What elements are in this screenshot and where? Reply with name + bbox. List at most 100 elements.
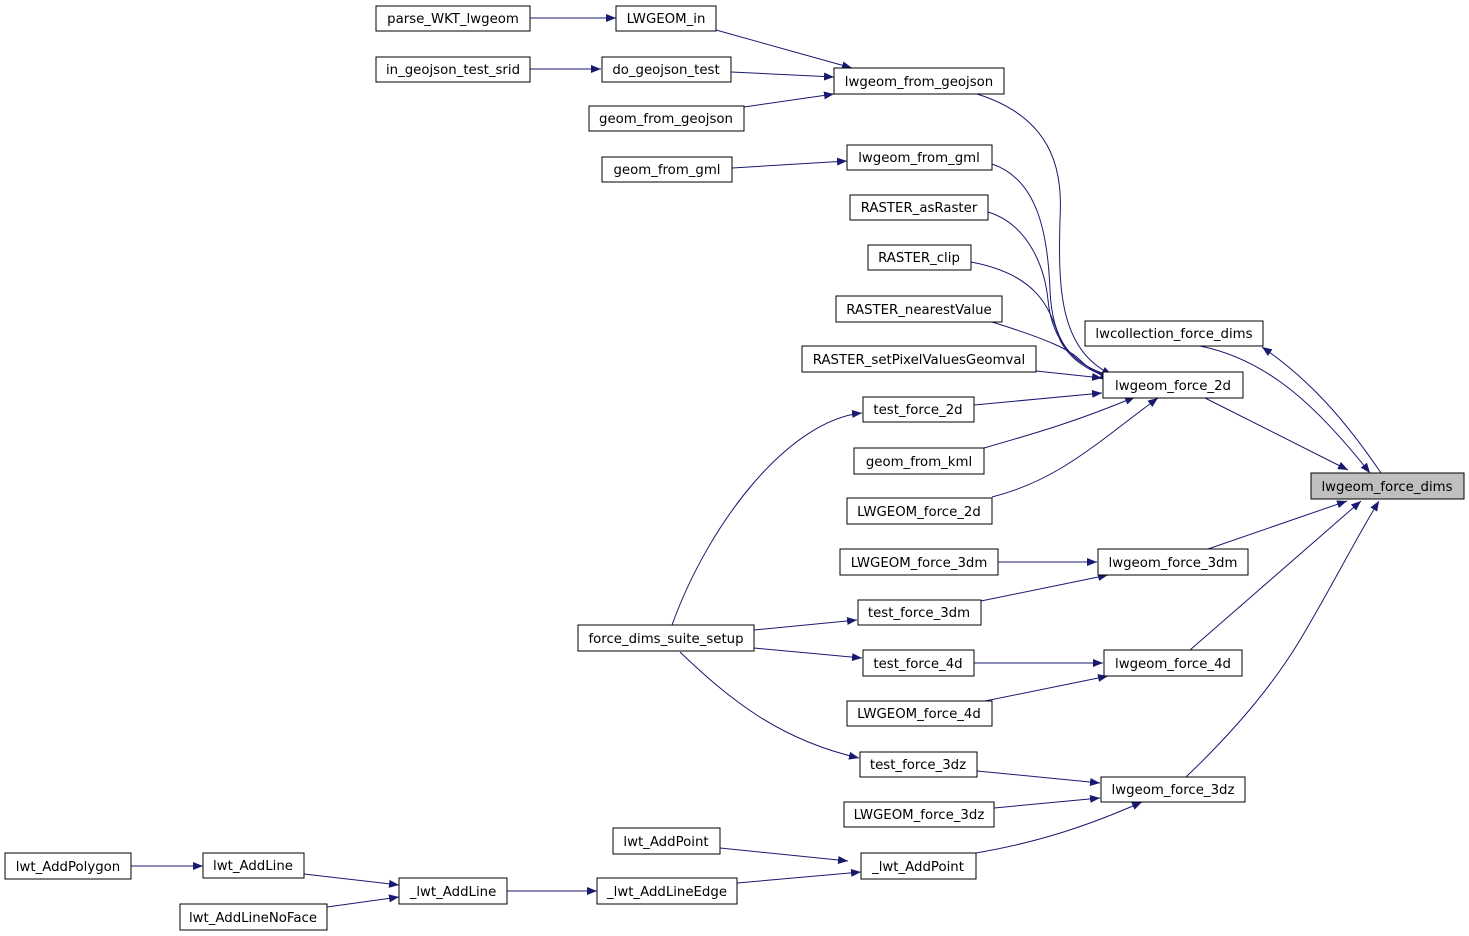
node-label: RASTER_setPixelValuesGeomval	[813, 353, 1025, 368]
edge-lwgeom_in-to-lwgeom_from_geojson	[715, 29, 853, 70]
edge-lwgeom_force_dims-to-lwcollection_force_dims	[1261, 346, 1382, 474]
edges-layer	[131, 14, 1382, 908]
edge-lwt_addline-to-_lwt_addline	[303, 873, 400, 888]
node-lwgeom_from_geojson[interactable]: lwgeom_from_geojson	[833, 67, 1005, 95]
node-label: LWGEOM_in	[627, 12, 706, 27]
node-raster_clip[interactable]: RASTER_clip	[867, 244, 972, 271]
node-label: RASTER_asRaster	[861, 201, 978, 216]
node-label: lwt_AddPoint	[623, 835, 708, 850]
edge-_lwt_addlineedge-to-_lwt_addpoint	[736, 868, 862, 884]
edge-lwcollection_force_dims-to-lwgeom_force_dims	[1199, 345, 1371, 474]
edge-force_dims_suite_setup-to-test_force_3dz	[679, 651, 860, 760]
edge-test_force_3dm-to-lwgeom_force_3dm	[980, 573, 1109, 602]
node-lwt_addpolygon[interactable]: lwt_AddPolygon	[4, 852, 132, 880]
node-LWGEOM_force_4d[interactable]: LWGEOM_force_4d	[846, 700, 993, 727]
edge-lwgeom_from_geojson-to-lwgeom_force_2d	[976, 93, 1113, 376]
node-test_force_2d[interactable]: test_force_2d	[862, 396, 975, 423]
node-label: LWGEOM_force_3dz	[854, 808, 985, 823]
node-raster_setpixelvaluesgeomval[interactable]: RASTER_setPixelValuesGeomval	[801, 345, 1037, 373]
node-lwt_addlinenoface[interactable]: lwt_AddLineNoFace	[179, 903, 328, 931]
node-LWGEOM_force_2d[interactable]: LWGEOM_force_2d	[846, 497, 993, 525]
node-lwgeom_force_3dz[interactable]: lwgeom_force_3dz	[1100, 776, 1246, 803]
node-LWGEOM_force_3dm[interactable]: LWGEOM_force_3dm	[839, 548, 999, 576]
node-label: lwgeom_force_3dz	[1112, 783, 1235, 798]
node-label: RASTER_clip	[878, 251, 960, 266]
edge-lwgeom_force_3dm-to-lwgeom_force_dims	[1207, 500, 1348, 550]
edge-geom_from_geojson-to-lwgeom_from_geojson	[743, 91, 835, 108]
node-test_force_3dz[interactable]: test_force_3dz	[859, 751, 978, 778]
node-do_geojson_test[interactable]: do_geojson_test	[601, 56, 732, 83]
node-test_force_4d[interactable]: test_force_4d	[862, 649, 975, 677]
node-label: geom_from_kml	[866, 455, 972, 470]
node-label: geom_from_geojson	[599, 112, 733, 127]
node-raster_nearestvalue[interactable]: RASTER_nearestValue	[835, 295, 1003, 323]
edge-test_force_2d-to-lwgeom_force_2d	[973, 389, 1103, 406]
node-label: lwgeom_force_dims	[1321, 480, 1452, 495]
edge-force_dims_suite_setup-to-test_force_3dm	[753, 616, 858, 631]
edge-force_dims_suite_setup-to-test_force_4d	[753, 647, 863, 662]
edge-geom_from_gml-to-lwgeom_from_gml	[731, 157, 848, 169]
node-lwt_addpoint[interactable]: lwt_AddPoint	[612, 827, 721, 855]
node-_lwt_addlineedge[interactable]: _lwt_AddLineEdge	[596, 877, 738, 905]
node-label: parse_WKT_lwgeom	[387, 12, 519, 27]
node-label: _lwt_AddLine	[409, 885, 497, 900]
node-geom_from_geojson[interactable]: geom_from_geojson	[588, 105, 745, 132]
node-geom_from_gml[interactable]: geom_from_gml	[601, 156, 733, 183]
edge-lwgeom_force_4d-to-lwgeom_force_dims	[1189, 500, 1362, 651]
edge-raster_setpixelvaluesgeomval-to-lwgeom_force_2d	[1035, 370, 1103, 381]
node-label: lwcollection_force_dims	[1095, 327, 1252, 342]
node-lwgeom_force_2d[interactable]: lwgeom_force_2d	[1102, 371, 1244, 399]
edge-test_force_3dz-to-lwgeom_force_3dz	[976, 770, 1101, 787]
edge-geom_from_kml-to-lwgeom_force_2d	[983, 396, 1136, 449]
node-label: lwt_AddPolygon	[16, 860, 120, 875]
node-label: lwt_AddLineNoFace	[189, 911, 317, 926]
node-geom_from_kml[interactable]: geom_from_kml	[853, 447, 985, 475]
node-label: lwgeom_from_gml	[858, 151, 980, 166]
edge-LWGEOM_force_2d-to-lwgeom_force_2d	[991, 397, 1159, 498]
node-label: do_geojson_test	[612, 63, 719, 78]
node-label: lwgeom_force_4d	[1115, 657, 1231, 672]
node-_lwt_addline[interactable]: _lwt_AddLine	[398, 877, 508, 905]
node-label: test_force_3dz	[870, 758, 966, 773]
edge-LWGEOM_force_3dz-to-lwgeom_force_3dz	[993, 794, 1101, 809]
node-lwgeom_force_4d[interactable]: lwgeom_force_4d	[1103, 649, 1243, 677]
node-label: lwgeom_from_geojson	[845, 75, 993, 90]
node-raster_asraster[interactable]: RASTER_asRaster	[849, 194, 989, 221]
node-lwgeom_force_3dm[interactable]: lwgeom_force_3dm	[1097, 548, 1249, 576]
node-label: lwt_AddLine	[213, 859, 293, 874]
node-in_geojson_test_srid[interactable]: in_geojson_test_srid	[375, 56, 531, 83]
node-label: RASTER_nearestValue	[846, 303, 991, 318]
node-label: force_dims_suite_setup	[588, 632, 743, 647]
node-_lwt_addpoint[interactable]: _lwt_AddPoint	[860, 852, 977, 880]
node-label: lwgeom_force_2d	[1115, 379, 1231, 394]
edge-force_dims_suite_setup-to-test_force_2d	[671, 409, 863, 626]
edge-_lwt_addpoint-to-lwgeom_force_3dz	[975, 801, 1143, 854]
nodes-layer: parse_WKT_lwgeom LWGEOM_in in_geojson_te…	[4, 5, 1465, 931]
node-lwgeom_force_dims[interactable]: lwgeom_force_dims	[1310, 472, 1465, 500]
node-label: geom_from_gml	[613, 163, 720, 178]
node-label: test_force_3dm	[868, 606, 970, 621]
node-label: _lwt_AddLineEdge	[606, 885, 727, 900]
edge-lwt_addpoint-to-_lwt_addpoint	[719, 847, 849, 864]
node-label: _lwt_AddPoint	[871, 860, 964, 875]
node-force_dims_suite_setup[interactable]: force_dims_suite_setup	[577, 624, 755, 652]
node-parse_wkt_lwgeom[interactable]: parse_WKT_lwgeom	[375, 5, 531, 32]
edge-do_geojson_test-to-lwgeom_from_geojson	[730, 71, 835, 81]
node-label: test_force_4d	[873, 657, 962, 672]
node-LWGEOM_force_3dz[interactable]: LWGEOM_force_3dz	[843, 801, 995, 828]
node-lwcollection_force_dims[interactable]: lwcollection_force_dims	[1084, 320, 1264, 347]
edge-raster_clip-to-lwgeom_force_2d	[970, 261, 1113, 380]
node-test_force_3dm[interactable]: test_force_3dm	[857, 599, 982, 626]
node-label: lwgeom_force_3dm	[1109, 556, 1238, 571]
node-lwgeom_from_gml[interactable]: lwgeom_from_gml	[846, 144, 993, 171]
edge-LWGEOM_force_4d-to-lwgeom_force_4d	[984, 674, 1109, 702]
node-lwgeom_in[interactable]: LWGEOM_in	[615, 5, 717, 32]
node-label: in_geojson_test_srid	[386, 63, 520, 78]
node-lwt_addline[interactable]: lwt_AddLine	[202, 852, 305, 879]
edge-lwt_addlinenoface-to-_lwt_addline	[326, 894, 400, 908]
node-label: LWGEOM_force_2d	[857, 505, 981, 520]
node-label: LWGEOM_force_3dm	[851, 556, 988, 571]
node-label: test_force_2d	[873, 403, 962, 418]
edge-lwgeom_force_3dz-to-lwgeom_force_dims	[1185, 500, 1380, 778]
